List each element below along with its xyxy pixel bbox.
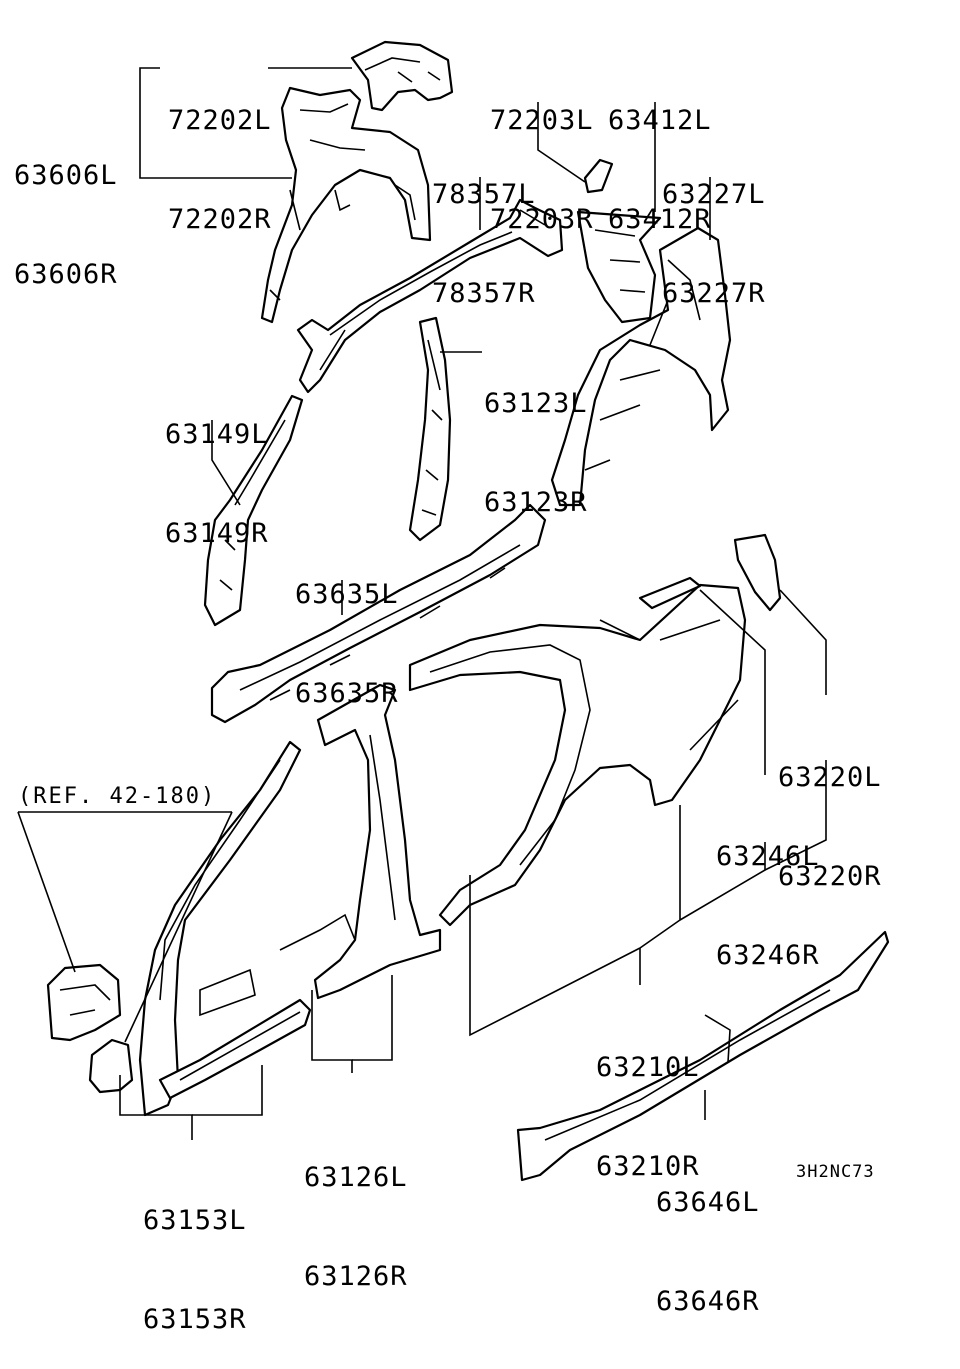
label-72202: 72202L 72202R xyxy=(168,38,272,269)
label-63123-left: 63123L xyxy=(484,388,588,419)
label-63220-left: 63220L xyxy=(778,762,882,793)
label-63635-right: 63635R xyxy=(295,678,399,709)
part-63220-brace xyxy=(733,533,782,612)
part-63153-sill xyxy=(158,968,312,1100)
label-63220: 63220L 63220R xyxy=(778,695,882,926)
label-63246-left: 63246L xyxy=(716,841,820,872)
label-63126-right: 63126R xyxy=(304,1261,408,1292)
part-63635-reinforcement xyxy=(210,503,547,724)
part-front-bracket xyxy=(88,1038,134,1094)
part-63126-center-pillar xyxy=(279,683,442,1000)
parts-diagram: 72202L 72202R 63606L 63606R 72203L 72203… xyxy=(14,38,890,1335)
label-72203: 72203L 72203R xyxy=(490,38,594,269)
label-72203-right: 72203R xyxy=(490,204,594,235)
part-63646-rocker xyxy=(516,930,890,1182)
label-63412-left: 63412L xyxy=(608,105,712,136)
part-78357-roof-rail xyxy=(296,198,564,394)
parts-illustration xyxy=(17,40,890,1182)
label-78357: 78357L 78357R xyxy=(432,112,536,343)
part-63227-wheelhouse-outer xyxy=(550,226,732,507)
label-63220-right: 63220R xyxy=(778,861,882,892)
reference-note: (REF. 42-180) xyxy=(18,784,217,809)
label-63210-left: 63210L xyxy=(596,1052,700,1083)
label-72202-left: 72202L xyxy=(168,105,272,136)
label-63153-left: 63153L xyxy=(143,1205,247,1236)
label-63153-right: 63153R xyxy=(143,1304,247,1335)
part-63149-front-pillar xyxy=(203,394,304,627)
part-63606-wheelhouse-inner xyxy=(260,86,432,324)
part-72203-bracket xyxy=(583,158,614,194)
label-63606-left: 63606L xyxy=(14,160,118,191)
label-63412: 63412L 63412R xyxy=(608,38,712,269)
label-72203-left: 72203L xyxy=(490,105,594,136)
leader-lines xyxy=(17,67,827,1140)
label-63153: 63153L 63153R xyxy=(143,1138,247,1369)
part-63123-center-pillar xyxy=(408,316,452,542)
part-63210-body-side xyxy=(408,583,747,927)
label-63646-left: 63646L xyxy=(656,1187,760,1218)
label-63126-left: 63126L xyxy=(304,1162,408,1193)
diagram-code: 3H2NC73 xyxy=(796,1162,875,1182)
part-63246-bracket xyxy=(638,576,702,610)
part-72202-bracket xyxy=(350,40,454,112)
label-63210: 63210L 63210R xyxy=(596,985,700,1216)
label-63635-left: 63635L xyxy=(295,579,399,610)
label-63412-right: 63412R xyxy=(608,204,712,235)
label-63210-right: 63210R xyxy=(596,1151,700,1182)
label-63227-right: 63227R xyxy=(662,278,766,309)
label-63126: 63126L 63126R xyxy=(304,1095,408,1326)
label-63149-left: 63149L xyxy=(165,419,269,450)
label-72202-right: 72202R xyxy=(168,204,272,235)
label-63227: 63227L 63227R xyxy=(662,112,766,343)
label-78357-left: 78357L xyxy=(432,179,536,210)
label-63246-right: 63246R xyxy=(716,940,820,971)
label-63123: 63123L 63123R xyxy=(484,321,588,552)
label-63646-right: 63646R xyxy=(656,1286,760,1317)
label-63149-right: 63149R xyxy=(165,518,269,549)
label-78357-right: 78357R xyxy=(432,278,536,309)
part-ref-42-180 xyxy=(46,963,122,1042)
label-63149: 63149L 63149R xyxy=(165,352,269,583)
label-63646: 63646L 63646R xyxy=(656,1120,760,1351)
label-63246: 63246L 63246R xyxy=(716,774,820,1005)
label-63227-left: 63227L xyxy=(662,179,766,210)
label-63606: 63606L 63606R xyxy=(14,93,118,324)
label-63606-right: 63606R xyxy=(14,259,118,290)
part-63412-extension xyxy=(576,210,662,324)
label-63635: 63635L 63635R xyxy=(295,512,399,743)
label-63123-right: 63123R xyxy=(484,487,588,518)
